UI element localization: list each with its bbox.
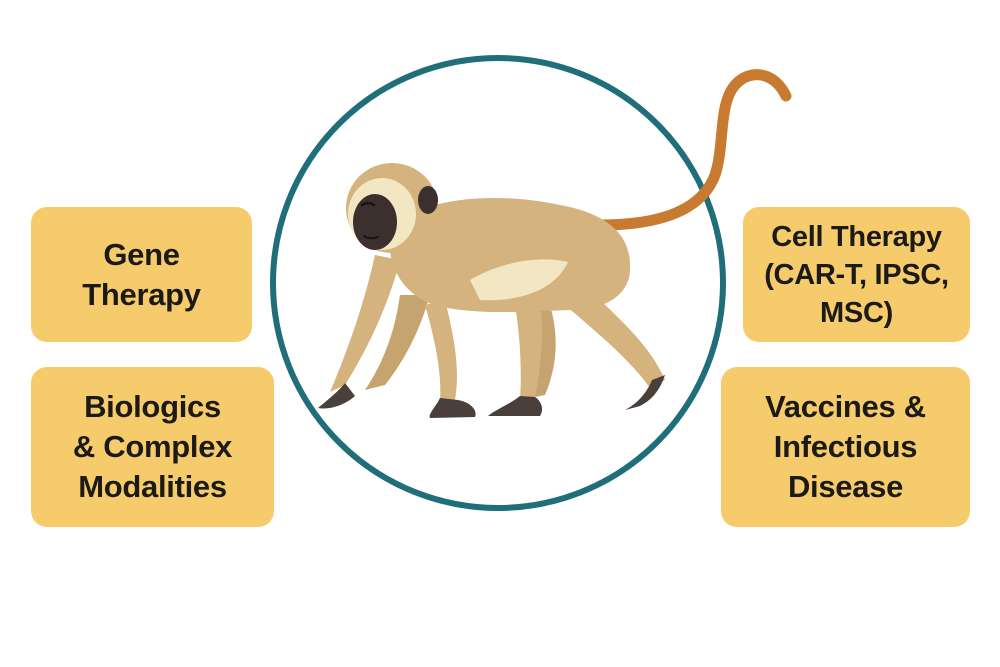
monkey-back-leg [565,290,665,388]
cell-therapy-box: Cell Therapy (CAR-T, IPSC, MSC) [743,207,970,342]
monkey-ear [418,186,438,214]
cell-therapy-line-3: MSC) [820,296,893,329]
monkey-front-leg-far [365,295,430,390]
monkey-tail [594,69,792,231]
monkey-back-leg-2 [515,300,543,400]
vaccines-line-3: Disease [787,469,904,504]
biologics-line-2: & Complex [72,429,233,464]
monkey-eye [360,201,376,207]
monkey-face [353,194,397,250]
monkey-front-hand [318,383,355,409]
cell-therapy-line-2: (CAR-T, IPSC, [764,258,949,291]
monkey-body [389,197,631,313]
biologics-line-1: Biologics [84,389,221,424]
monkey-belly [470,259,568,301]
vaccines-line-2: Infectious [773,429,918,464]
monkey-mid-leg [425,300,457,402]
vaccines-line-1: Vaccines & [765,389,926,424]
monkey-back-foot-2 [488,396,543,416]
gene-therapy-line-1: Gene [103,236,180,272]
cell-therapy-line-1: Cell Therapy [771,220,942,253]
monkey-front-arm [330,255,400,392]
gene-therapy-line-2: Therapy [82,276,201,312]
monkey-mid-foot [429,398,476,418]
vaccines-box: Vaccines & Infectious Disease [721,367,970,527]
biologics-box: Biologics & Complex Modalities [31,367,274,527]
monkey-icon [318,69,792,418]
biologics-line-3: Modalities [78,469,227,504]
gene-therapy-box: Gene Therapy [31,207,252,342]
monkey-mouth [363,235,379,240]
monkey-back-foot [625,375,665,410]
